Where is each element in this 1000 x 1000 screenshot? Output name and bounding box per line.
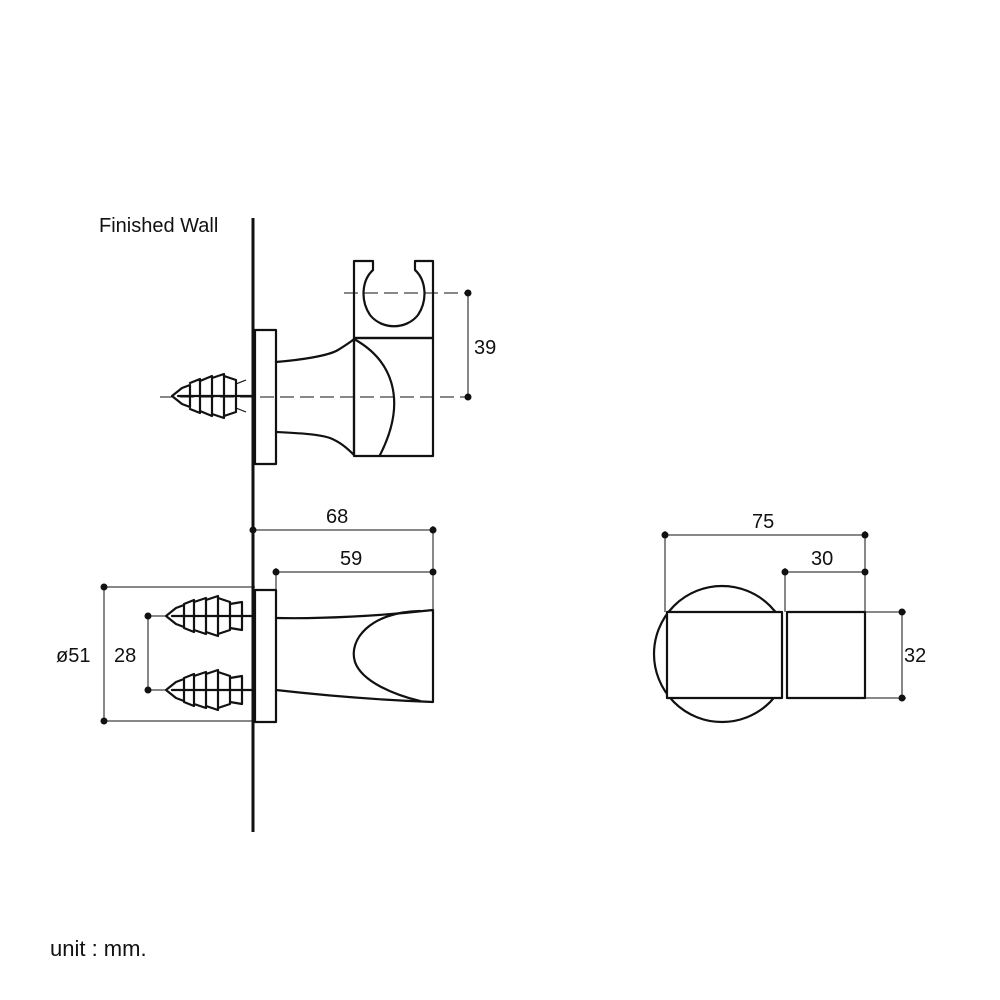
dim-68-label: 68: [326, 506, 348, 528]
front-arm-block: [665, 610, 784, 700]
dim-59-label: 59: [340, 548, 362, 570]
bottom-plan-view: 68 59 ø51 28: [56, 506, 437, 725]
bottom-arm-end-curve: [352, 609, 422, 703]
top-side-view: 39: [160, 259, 496, 466]
unit-note: unit : mm.: [50, 936, 147, 961]
dim-30-label: 30: [811, 548, 833, 570]
dim-51-label: ø51: [56, 645, 90, 667]
bottom-screw-upper: [164, 594, 257, 638]
dim-32-label: 32: [904, 645, 926, 667]
bottom-arm: [274, 608, 435, 704]
dim-75-label: 75: [752, 511, 774, 533]
finished-wall-label: Finished Wall: [99, 215, 218, 237]
dim-39-label: 39: [474, 337, 496, 359]
top-hook-clip: [352, 259, 435, 340]
bottom-flange: [253, 588, 278, 724]
front-view: 75 30 32: [652, 511, 926, 724]
top-arm-curve: [352, 337, 396, 457]
dim-28-label: 28: [114, 645, 136, 667]
front-holder-block: [785, 610, 867, 700]
bottom-screw-lower: [164, 668, 257, 712]
top-screw: [170, 372, 257, 420]
